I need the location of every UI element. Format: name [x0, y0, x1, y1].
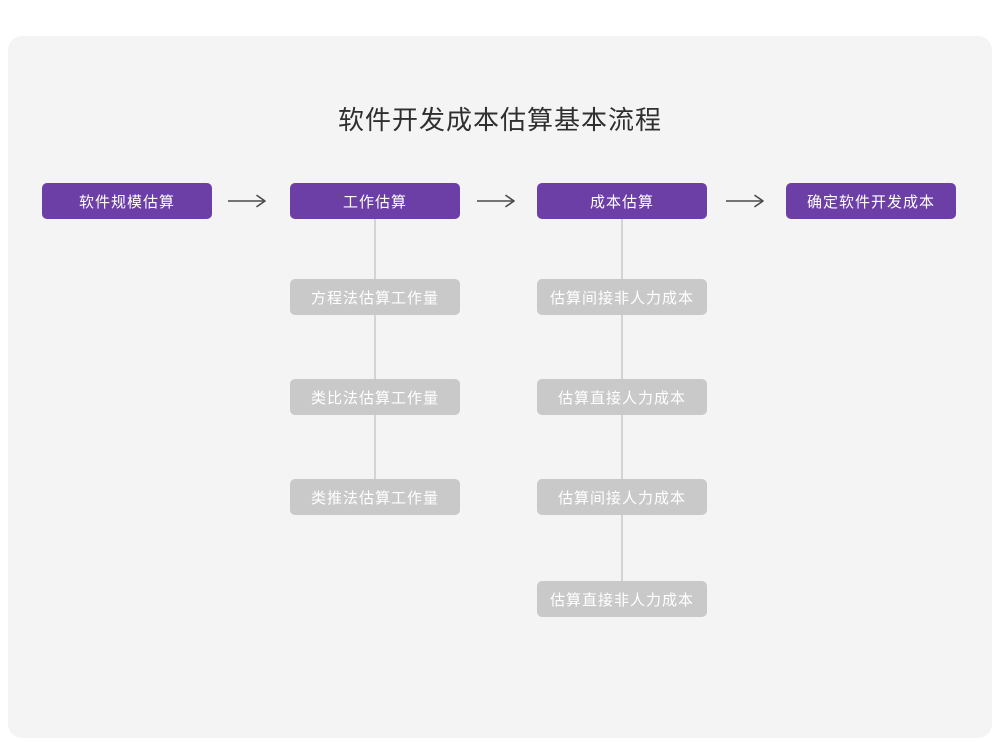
work-method-box-equation: 方程法估算工作量 — [290, 279, 460, 315]
flow-node-scale-estimation: 软件规模估算 — [42, 183, 212, 219]
cost-step-box-indirect-labor: 估算间接人力成本 — [537, 479, 707, 515]
connector-line-work — [374, 219, 376, 497]
cost-step-box-indirect-nonlabor: 估算间接非人力成本 — [537, 279, 707, 315]
work-method-box-analogy: 类比法估算工作量 — [290, 379, 460, 415]
cost-step-box-direct-labor: 估算直接人力成本 — [537, 379, 707, 415]
cost-step-box-direct-nonlabor: 估算直接非人力成本 — [537, 581, 707, 617]
flow-node-cost-estimation: 成本估算 — [537, 183, 707, 219]
flowchart-card — [8, 36, 992, 738]
flow-node-work-estimation: 工作估算 — [290, 183, 460, 219]
flow-node-confirm-cost: 确定软件开发成本 — [786, 183, 956, 219]
arrow-right-icon — [477, 194, 515, 208]
arrow-right-icon — [228, 194, 266, 208]
diagram-title: 软件开发成本估算基本流程 — [337, 105, 662, 135]
arrow-right-icon — [726, 194, 764, 208]
work-method-box-extrapolation: 类推法估算工作量 — [290, 479, 460, 515]
